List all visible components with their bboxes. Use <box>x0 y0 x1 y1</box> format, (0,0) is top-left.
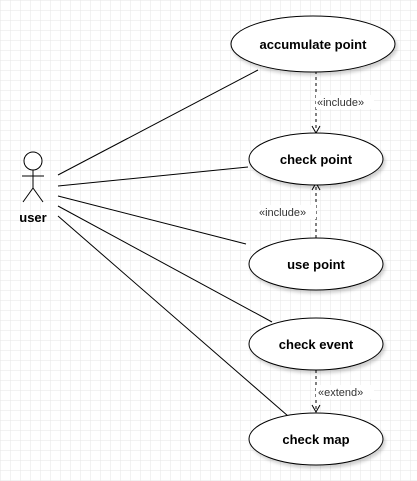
actor-user[interactable] <box>22 151 44 203</box>
stereotype-bg-1 <box>316 95 374 109</box>
stereotype-labels: «include» «include» «extend» <box>258 95 374 399</box>
stereotype-bg-3 <box>316 385 374 399</box>
actor-left-leg <box>22 187 34 203</box>
use-case-label: use point <box>287 257 345 272</box>
stereotype-bg-2 <box>258 205 316 219</box>
actor-label: user <box>19 210 46 225</box>
use-case-use-point[interactable]: use point <box>248 237 384 291</box>
use-case-label: check point <box>280 152 353 167</box>
association-event <box>57 205 273 323</box>
extend-event-map-arrowhead <box>311 404 321 414</box>
use-case-check-event[interactable]: check event <box>248 317 384 371</box>
association-use <box>57 195 247 245</box>
stereotype-include-1: «include» <box>317 97 364 109</box>
use-case-label: check event <box>279 337 354 352</box>
stereotype-extend: «extend» <box>318 387 363 399</box>
association-accumulate <box>57 69 259 176</box>
association-map <box>57 215 289 417</box>
association-check <box>57 166 249 187</box>
stereotype-include-2: «include» <box>259 207 306 219</box>
use-case-accumulate-point[interactable]: accumulate point <box>230 15 396 73</box>
actor-head <box>23 151 43 171</box>
use-case-check-point[interactable]: check point <box>248 132 384 186</box>
association-lines <box>57 69 289 417</box>
use-case-label: accumulate point <box>260 37 368 52</box>
use-case-check-map[interactable]: check map <box>248 412 384 466</box>
actor-right-leg <box>32 187 44 203</box>
use-case-label: check map <box>282 432 349 447</box>
